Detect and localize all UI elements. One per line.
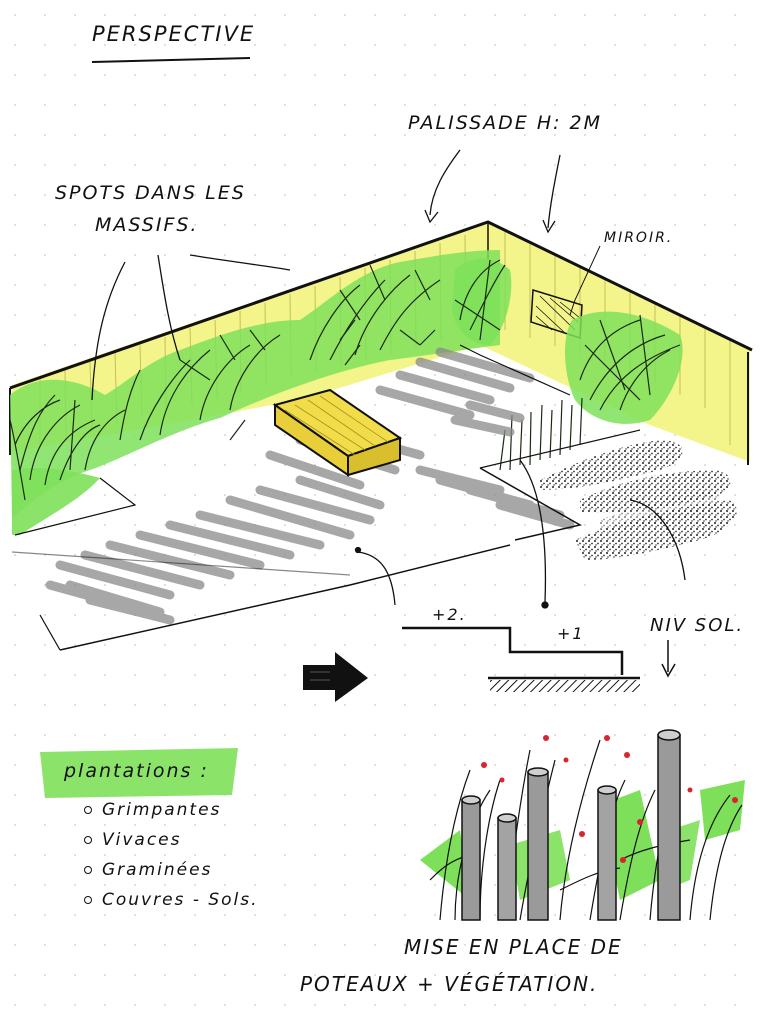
caption-line1: Mise en place de <box>404 935 623 959</box>
bullet-icon <box>84 866 92 874</box>
bullet-icon <box>84 806 92 814</box>
plantation-item: Couvres - Sols. <box>84 890 259 910</box>
caption-line2: poteaux + végétation. <box>300 972 599 996</box>
level-plus2-label: +2. <box>432 605 467 624</box>
mirror-label: miroir. <box>604 230 674 246</box>
bench <box>272 388 403 477</box>
post-4 <box>597 789 617 921</box>
post-3 <box>527 771 549 921</box>
gravel <box>540 440 737 560</box>
page-title: Perspective <box>92 22 256 46</box>
posts-illustration <box>420 729 745 921</box>
plantation-item: Vivaces <box>84 830 182 850</box>
ground-level-label: niv sol. <box>650 615 745 636</box>
level-section <box>402 626 640 692</box>
plantations-highlight <box>40 748 238 798</box>
deck-path <box>11 344 641 651</box>
bullet-icon <box>84 896 92 904</box>
down-arrow-icon <box>661 640 676 678</box>
arrow-right-icon <box>303 652 368 702</box>
fence-label: palissade H: 2m <box>408 112 603 134</box>
post-2 <box>497 817 517 921</box>
spots-label-line2: massifs. <box>95 214 199 236</box>
post-5 <box>657 734 681 921</box>
level-plus1-label: +1 <box>557 624 585 643</box>
bullet-icon <box>84 836 92 844</box>
plantation-item: Graminées <box>84 860 212 880</box>
leader-lines <box>91 149 686 609</box>
plantation-item: Grimpantes <box>84 800 221 820</box>
plant-scribbles <box>9 259 681 501</box>
spots-label-line1: Spots dans les <box>55 182 246 204</box>
post-1 <box>461 799 481 921</box>
plantations-title: plantations : <box>64 760 209 782</box>
